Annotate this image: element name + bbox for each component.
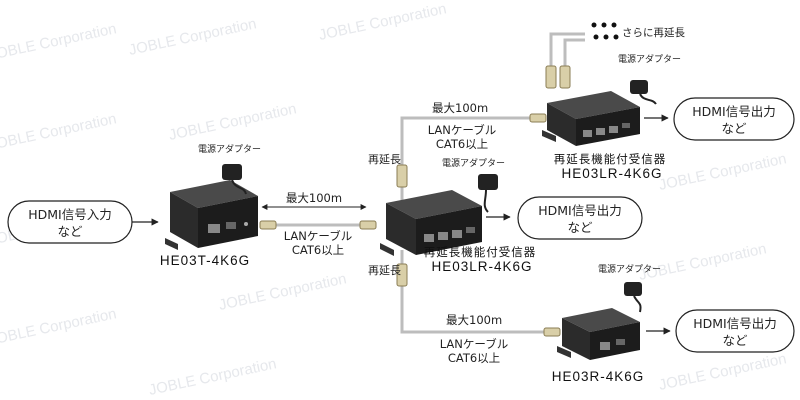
repeater-middle-caption: 再延長機能付受信器 <box>424 245 537 259</box>
watermark-text: JOBLE Corporation <box>127 15 258 59</box>
power-adapter-label: 電源アダプター <box>598 263 661 275</box>
source-line1: HDMI信号入力 <box>28 207 112 222</box>
output-line1: HDMI信号出力 <box>538 203 622 218</box>
repeater-middle-model: HE03LR-4K6G <box>431 259 532 274</box>
link1-cable: LANケーブル <box>284 229 352 243</box>
hdmi-output-box-middle: HDMI信号出力 など <box>517 196 643 240</box>
further-extend-label: さらに再延長 <box>622 27 685 39</box>
lan-plug-icon <box>259 220 277 230</box>
link2-cable: LANケーブル <box>428 123 496 137</box>
output-line1: HDMI信号出力 <box>693 316 777 331</box>
output-line1: HDMI信号出力 <box>692 104 776 119</box>
hdmi-output-box-bottom: HDMI信号出力 など <box>675 309 795 353</box>
receiver-model: HE03R-4K6G <box>552 369 645 384</box>
power-adapter-label: 電源アダプター <box>442 157 505 169</box>
lan-plug-icon <box>529 113 547 123</box>
watermark-text: JOBLE Corporation <box>167 100 298 144</box>
power-adapter-label: 電源アダプター <box>618 53 681 65</box>
link3-grade: CAT6以上 <box>448 351 500 365</box>
power-adapter-icon <box>630 80 657 105</box>
lan-plug-icon <box>359 220 377 230</box>
lan-plug-icon <box>559 65 571 89</box>
watermark-text: JOBLE Corporation <box>637 240 768 284</box>
watermark-text: JOBLE Corporation <box>657 150 788 194</box>
receiver-device <box>557 308 640 360</box>
further-extension-dots-icon <box>591 22 619 40</box>
repeater-top-caption: 再延長機能付受信器 <box>554 152 667 166</box>
link1-distance: 最大100m <box>286 191 342 205</box>
repeater-middle-device <box>380 190 482 256</box>
watermark-text: JOBLE Corporation <box>0 20 118 64</box>
lan-plug-icon <box>543 327 561 337</box>
output-line2: など <box>722 333 748 348</box>
transmitter-model: HE03T-4K6G <box>160 253 250 268</box>
lan-plug-icon <box>545 65 557 89</box>
source-line2: など <box>57 224 83 239</box>
link3-cable: LANケーブル <box>440 337 508 351</box>
re-extend-label-upper: 再延長 <box>368 153 401 166</box>
lan-plug-icon <box>396 263 408 287</box>
hdmi-output-box-top: HDMI信号出力 など <box>673 97 795 141</box>
watermark-text: JOBLE Corporation <box>217 270 348 314</box>
link2-distance: 最大100m <box>432 101 488 115</box>
power-adapter-icon <box>222 164 247 195</box>
watermark-text: JOBLE Corporation <box>0 110 118 154</box>
hdmi-source-box: HDMI信号入力 など <box>7 200 133 244</box>
lan-plugs <box>259 65 571 337</box>
link1-grade: CAT6以上 <box>292 243 344 257</box>
repeater-top-model: HE03LR-4K6G <box>561 166 662 181</box>
power-adapter-icon <box>624 282 642 313</box>
watermark-text: JOBLE Corporation <box>147 355 278 399</box>
link2-grade: CAT6以上 <box>436 137 488 151</box>
repeater-top-device <box>542 91 640 146</box>
watermark-text: JOBLE Corporation <box>0 305 118 349</box>
lan-plug-icon <box>396 164 408 188</box>
power-adapter-label: 電源アダプター <box>198 143 261 155</box>
output-line2: など <box>721 121 747 136</box>
watermark-text: JOBLE Corporation <box>657 350 788 394</box>
re-extend-label-lower: 再延長 <box>368 264 401 277</box>
transmitter-device <box>165 180 258 250</box>
output-line2: など <box>567 220 593 235</box>
link3-distance: 最大100m <box>446 313 502 327</box>
watermark-text: JOBLE Corporation <box>317 0 448 44</box>
power-adapter-icon <box>478 174 498 213</box>
